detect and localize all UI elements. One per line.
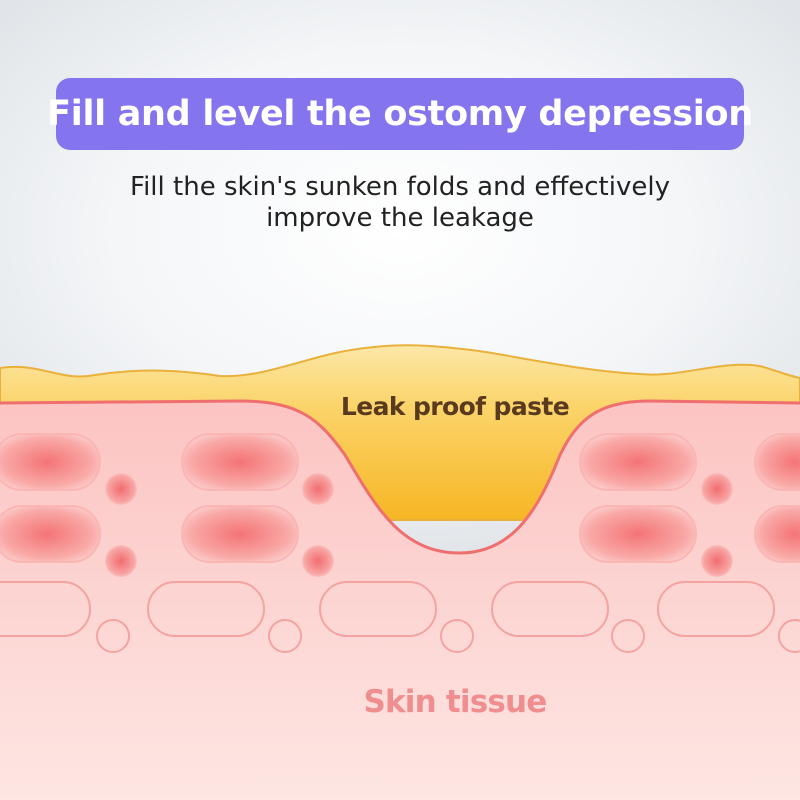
red-cells xyxy=(0,433,800,563)
skin-surface-line xyxy=(0,399,800,555)
dot-red xyxy=(302,473,334,505)
skin-tissue-layer xyxy=(0,401,800,800)
cell-outline xyxy=(147,581,265,637)
cell-outline xyxy=(657,581,775,637)
cell-red xyxy=(754,505,800,563)
title-badge: Fill and level the ostomy depression xyxy=(47,78,753,150)
cell-red xyxy=(0,505,101,563)
subtitle-line: Fill the skin's sunken folds and effecti… xyxy=(130,172,670,202)
cell-red xyxy=(0,433,101,491)
dot-outline xyxy=(611,619,645,653)
dot-red xyxy=(302,545,334,577)
cell-red xyxy=(579,433,697,491)
dot-outline xyxy=(778,619,800,653)
skin-tissue-label: Skin tissue xyxy=(363,684,547,720)
title: Fill and level the ostomy depression xyxy=(47,94,753,134)
cell-outline xyxy=(491,581,609,637)
subtitle-line: improve the leakage xyxy=(266,203,534,233)
dot-outline xyxy=(268,619,302,653)
dot-red xyxy=(105,545,137,577)
dot-outline xyxy=(96,619,130,653)
subtitle: Fill the skin's sunken folds and effecti… xyxy=(40,172,760,234)
outline-cells xyxy=(0,581,800,653)
cell-outline xyxy=(319,581,437,637)
dot-red xyxy=(701,545,733,577)
dot-outline xyxy=(440,619,474,653)
dot-red xyxy=(701,473,733,505)
dot-red xyxy=(105,473,137,505)
cell-red xyxy=(754,433,800,491)
red-dots xyxy=(105,473,733,577)
cell-red xyxy=(579,505,697,563)
cell-red xyxy=(181,505,299,563)
cell-red xyxy=(181,433,299,491)
cell-outline xyxy=(0,581,91,637)
paste-label: Leak proof paste xyxy=(340,392,570,421)
